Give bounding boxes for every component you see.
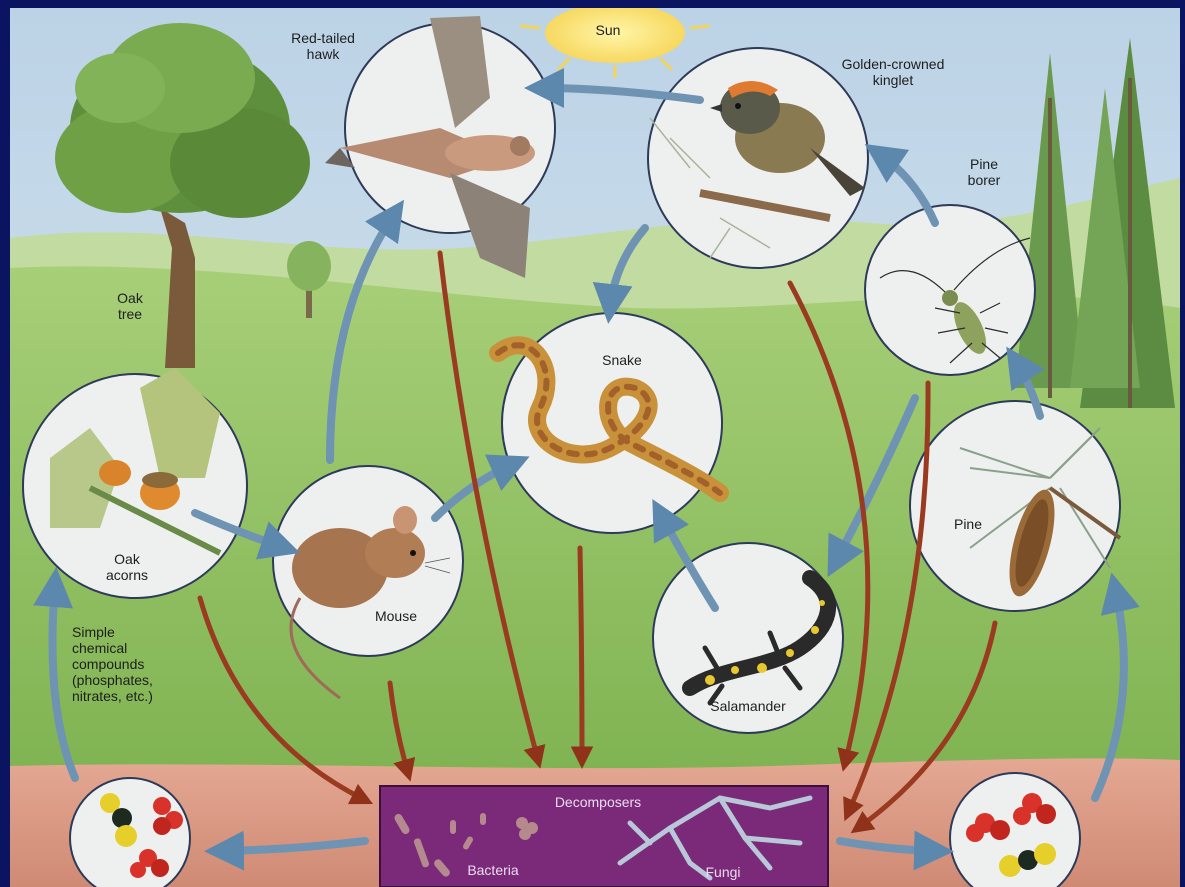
label-oak-acorns: Oak acorns: [102, 551, 152, 583]
label-decomposers: Decomposers: [538, 794, 658, 810]
label-red-tailed-hawk: Red-tailed hawk: [268, 30, 378, 62]
label-pine-borer: Pine borer: [954, 156, 1014, 188]
label-salamander: Salamander: [698, 698, 798, 714]
arrow-snake-to-decomposers: [580, 548, 582, 760]
label-oak-tree: Oak tree: [110, 290, 150, 322]
label-snake: Snake: [592, 352, 652, 368]
food-web-diagram: Sun Red-tailed hawk Golden-crowned kingl…: [10, 8, 1180, 887]
label-sun: Sun: [578, 22, 638, 38]
label-fungi: Fungi: [698, 864, 748, 880]
label-bacteria: Bacteria: [458, 862, 528, 878]
label-mouse: Mouse: [366, 608, 426, 624]
label-pine: Pine: [943, 516, 993, 532]
label-simple-chemical-compounds: Simple chemical compounds (phosphates, n…: [72, 624, 192, 704]
label-golden-crowned-kinglet: Golden-crowned kinglet: [818, 56, 968, 88]
food-web-illustration: [10, 8, 1180, 887]
